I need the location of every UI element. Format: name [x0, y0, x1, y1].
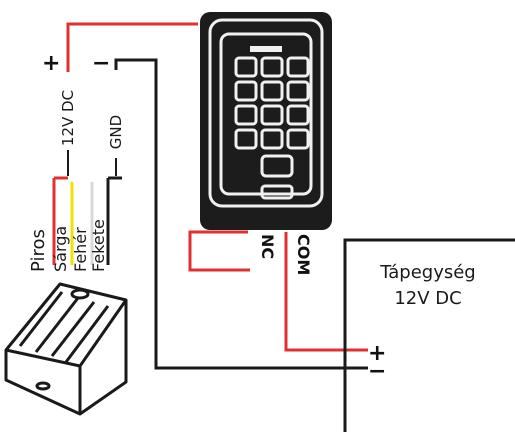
power-supply-plus: +	[368, 341, 386, 366]
lock-wire-label-red: Piros	[28, 229, 49, 272]
com-terminal-label: COM	[294, 234, 313, 275]
wire-gnd	[114, 58, 368, 370]
electric-lock	[4, 282, 128, 416]
power-supply-minus: −	[368, 359, 386, 384]
lock-wire-label-white: Fehér	[71, 227, 90, 272]
power-supply-title: Tápegység	[379, 262, 476, 283]
lock-wire-group	[52, 176, 122, 265]
gnd-label: GND	[107, 115, 125, 149]
lock-wire-label-black: Fekete	[89, 219, 108, 272]
keypad-device	[200, 12, 332, 230]
keypad-minus-symbol: −	[92, 51, 110, 76]
wire-com	[284, 232, 368, 352]
wire-nc	[188, 230, 250, 272]
power-supply-outline	[343, 238, 515, 432]
lock-wire-label-yellow: Sárga	[51, 226, 70, 272]
keypad-keys	[234, 56, 310, 200]
nc-terminal-label: NC	[258, 234, 277, 259]
12v-dc-label: 12V DC	[59, 90, 77, 146]
wire-12v-positive	[66, 22, 198, 72]
power-supply-voltage: 12V DC	[394, 288, 461, 309]
keypad-plus-symbol: +	[42, 51, 60, 76]
